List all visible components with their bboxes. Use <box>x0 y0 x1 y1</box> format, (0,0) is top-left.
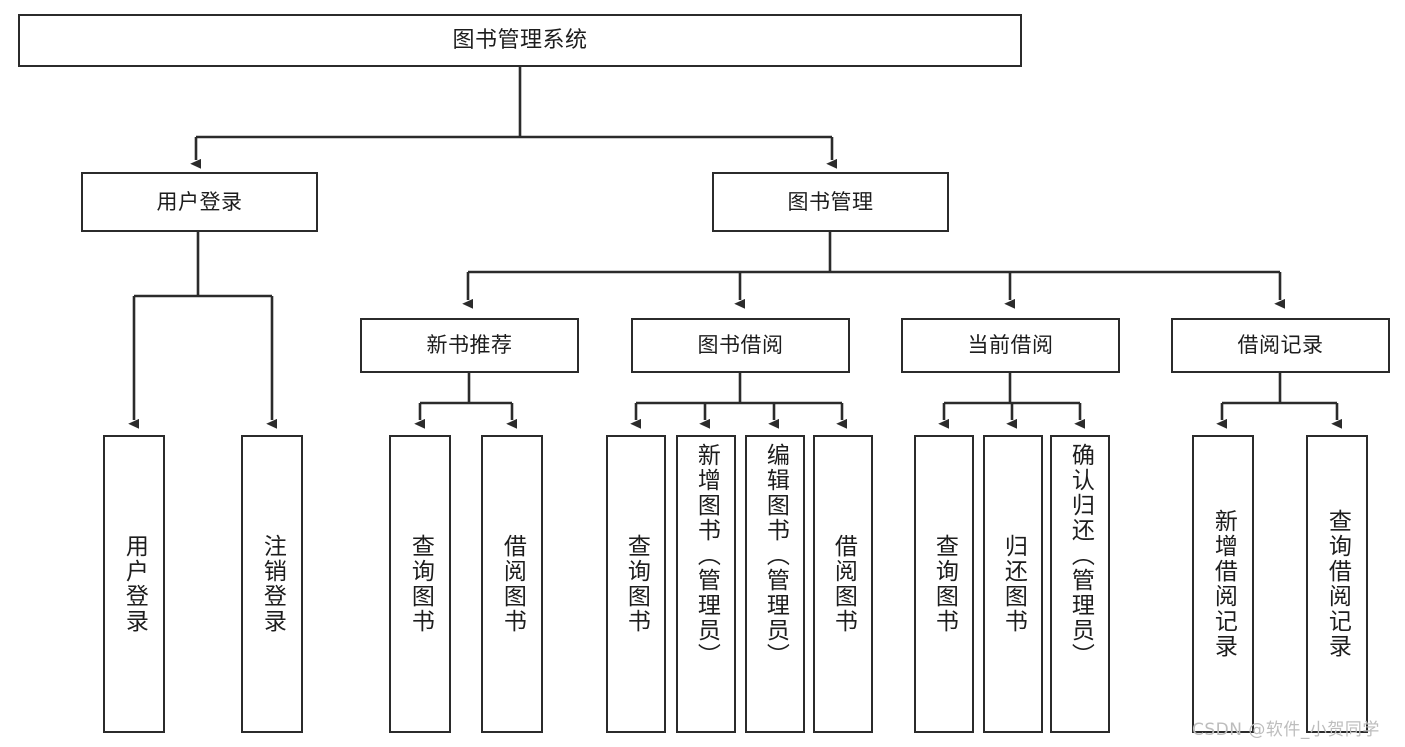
node-book-management[interactable]: 图书管理 <box>712 172 949 232</box>
leaf-borrow-books[interactable]: 借阅图书 <box>813 435 873 733</box>
node-label: 查询图书 <box>623 534 650 634</box>
node-label: 用户登录 <box>121 534 148 634</box>
csdn-watermark: CSDN @软件_小贺同学 <box>1192 720 1380 740</box>
node-label: 图书管理系统 <box>452 27 588 53</box>
leaf-borrow-books-recommend[interactable]: 借阅图书 <box>481 435 543 733</box>
node-current-borrowing[interactable]: 当前借阅 <box>901 318 1120 373</box>
node-label: 新增图书（管理员） <box>693 443 720 668</box>
leaf-confirm-return-admin[interactable]: 确认归还（管理员） <box>1050 435 1110 733</box>
node-label: 借阅记录 <box>1237 333 1324 357</box>
node-label: 确认归还（管理员） <box>1067 443 1094 668</box>
node-label: 查询图书 <box>931 534 958 634</box>
leaf-query-borrow-record[interactable]: 查询借阅记录 <box>1306 435 1368 733</box>
leaf-user-login[interactable]: 用户登录 <box>103 435 165 733</box>
node-label: 查询图书 <box>407 534 434 634</box>
node-label: 当前借阅 <box>967 333 1054 357</box>
leaf-query-books-current[interactable]: 查询图书 <box>914 435 974 733</box>
node-label: 新增借阅记录 <box>1210 509 1237 659</box>
node-label: 新书推荐 <box>426 333 513 357</box>
node-root-book-management-system[interactable]: 图书管理系统 <box>18 14 1022 67</box>
node-borrow-records[interactable]: 借阅记录 <box>1171 318 1390 373</box>
node-label: 注销登录 <box>259 534 286 634</box>
node-label: 查询借阅记录 <box>1324 509 1351 659</box>
node-label: 用户登录 <box>156 189 243 214</box>
node-label: 编辑图书（管理员） <box>762 443 789 668</box>
node-label: 借阅图书 <box>830 534 857 634</box>
leaf-edit-book-admin[interactable]: 编辑图书（管理员） <box>745 435 805 733</box>
node-label: 归还图书 <box>1000 534 1027 634</box>
node-user-login[interactable]: 用户登录 <box>81 172 318 232</box>
leaf-query-books-recommend[interactable]: 查询图书 <box>389 435 451 733</box>
node-book-borrowing[interactable]: 图书借阅 <box>631 318 850 373</box>
leaf-add-book-admin[interactable]: 新增图书（管理员） <box>676 435 736 733</box>
leaf-logout[interactable]: 注销登录 <box>241 435 303 733</box>
node-label: 图书管理 <box>787 189 874 214</box>
leaf-return-books[interactable]: 归还图书 <box>983 435 1043 733</box>
node-label: 借阅图书 <box>499 534 526 634</box>
leaf-add-borrow-record[interactable]: 新增借阅记录 <box>1192 435 1254 733</box>
leaf-query-books-borrow[interactable]: 查询图书 <box>606 435 666 733</box>
node-new-book-recommendation[interactable]: 新书推荐 <box>360 318 579 373</box>
node-label: 图书借阅 <box>697 333 784 357</box>
